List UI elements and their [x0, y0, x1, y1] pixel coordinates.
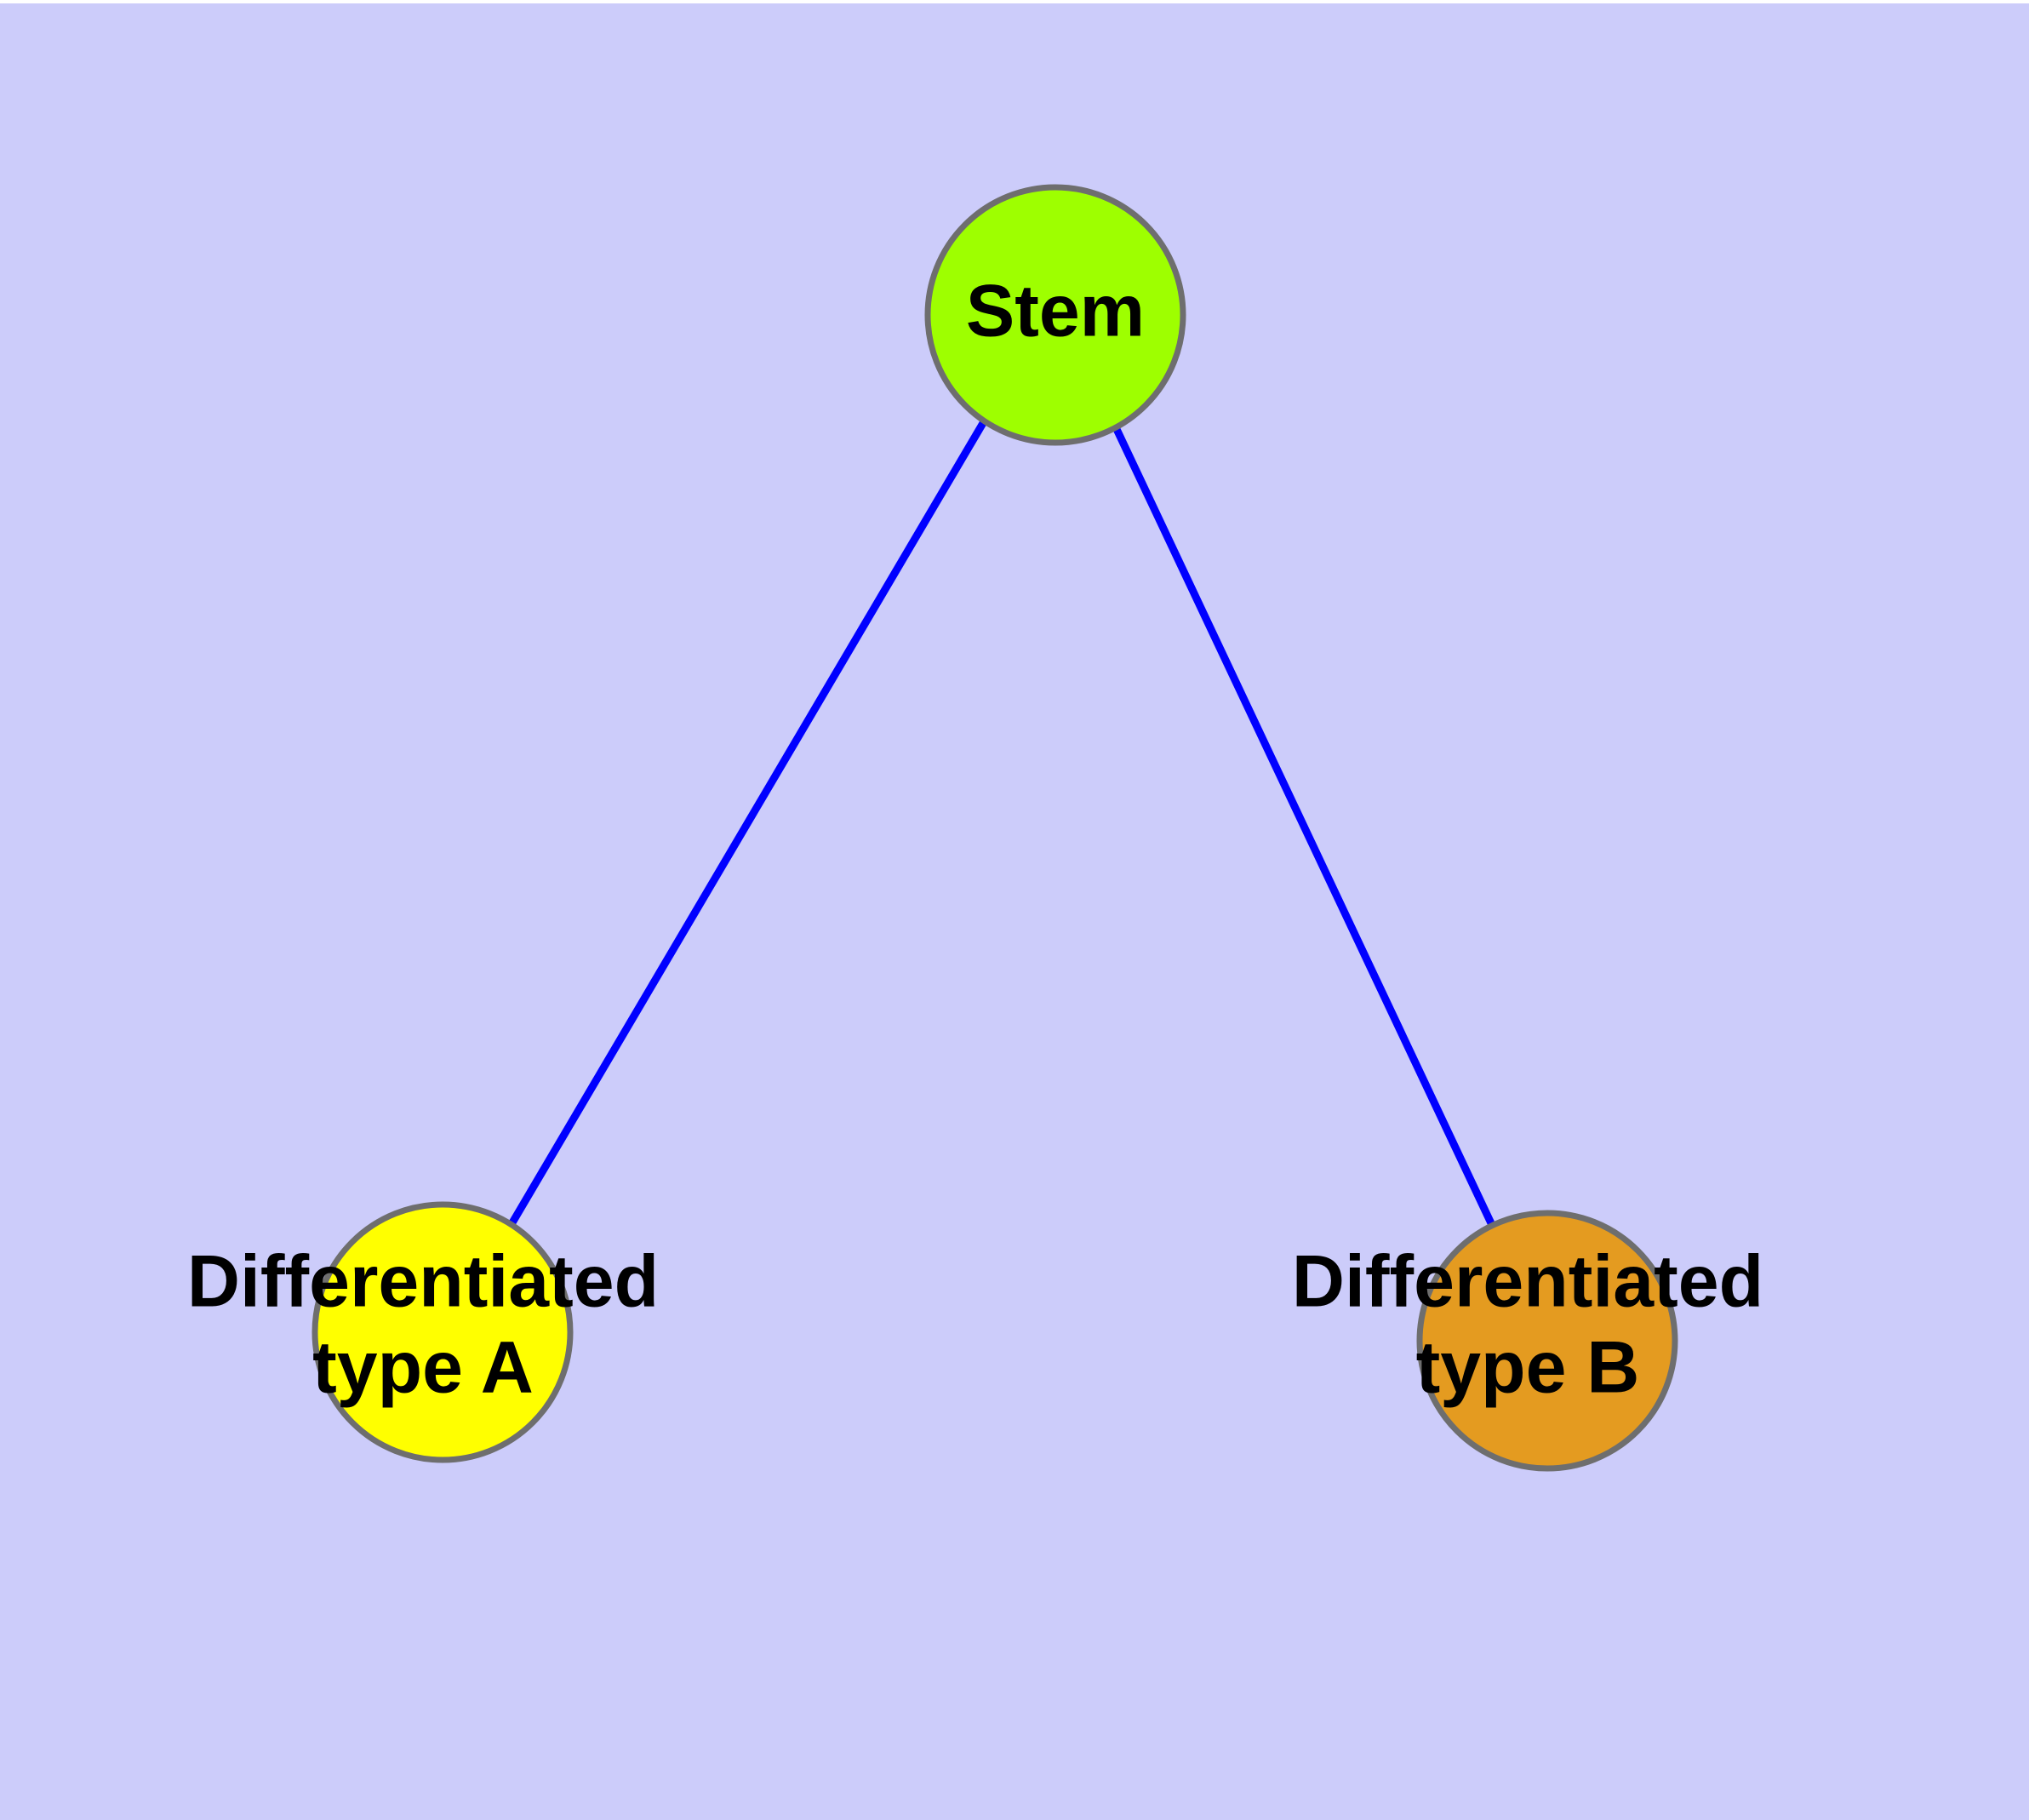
- node-label-differentiated-type-a-line2: type A: [312, 1327, 534, 1409]
- node-label-differentiated-type-b-line1: Differentiated: [1292, 1241, 1763, 1323]
- node-differentiated-type-a[interactable]: [311, 1201, 574, 1463]
- node-stem[interactable]: [924, 184, 1186, 446]
- edge-stem-to-differentiated-type-b[interactable]: [1112, 426, 1495, 1225]
- node-label-stem: Stem: [966, 271, 1145, 352]
- top-edge-strip: [0, 0, 2029, 3]
- node-label-differentiated-type-a-line1: Differentiated: [187, 1241, 659, 1323]
- edge-stem-to-differentiated-type-a[interactable]: [508, 421, 986, 1227]
- node-label-differentiated-type-b-line2: type B: [1416, 1327, 1640, 1409]
- node-differentiated-type-b[interactable]: [1416, 1210, 1678, 1472]
